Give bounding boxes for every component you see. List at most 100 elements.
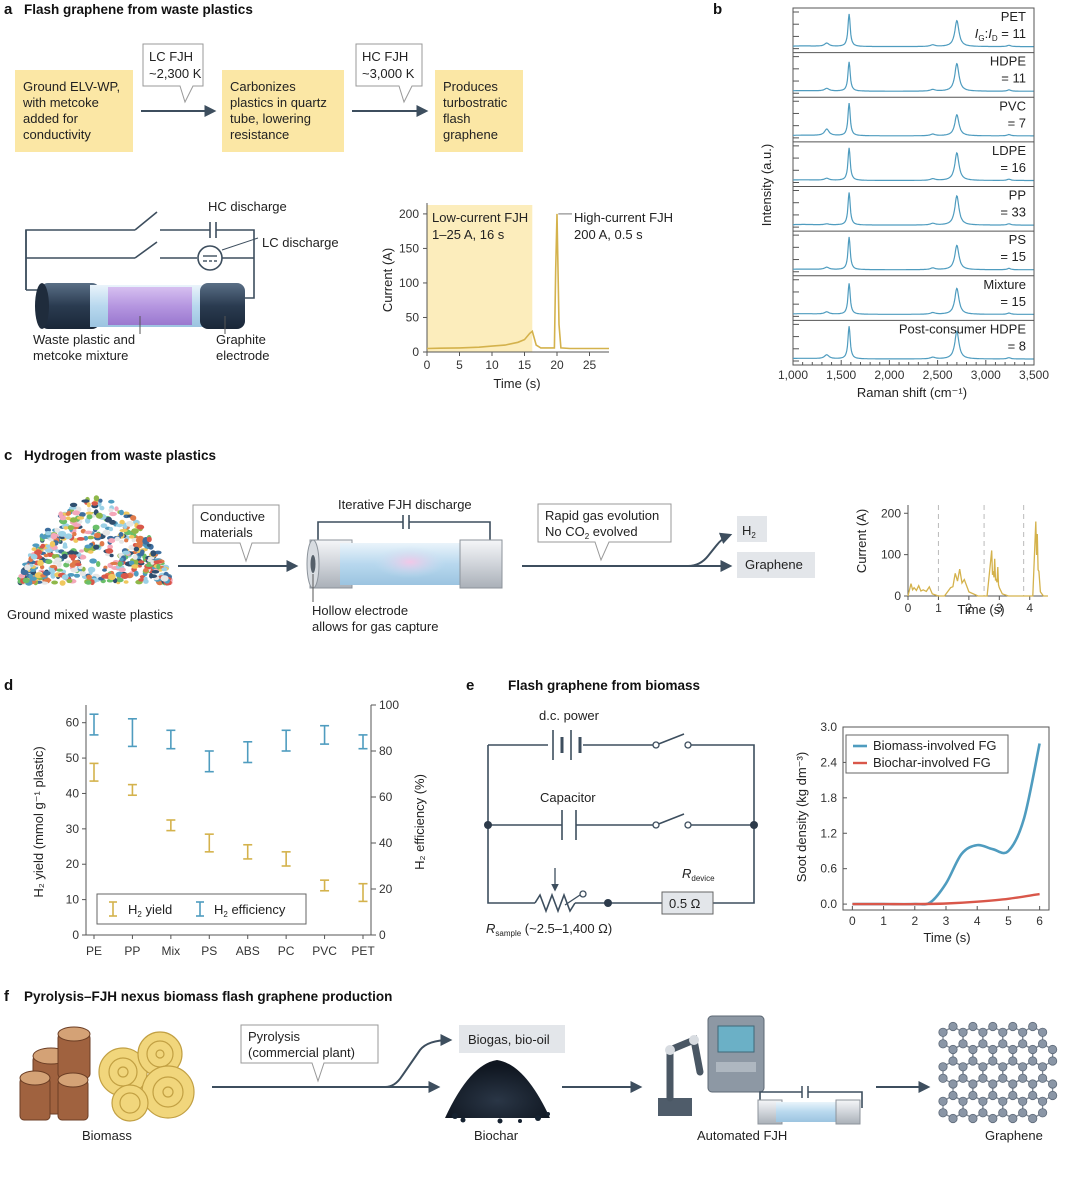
graphene-label-c: Graphene: [745, 557, 803, 572]
biochar-illustration: [445, 1060, 550, 1124]
e-ytick-label: 0.6: [820, 862, 837, 876]
b-ylabel: Intensity (a.u.): [759, 144, 774, 226]
spectrum-name: PVC: [999, 98, 1026, 113]
panel-a-letter: a: [4, 1, 13, 18]
svg-text:tube, lowering: tube, lowering: [230, 111, 311, 126]
spectrum-ratio: = 15: [1000, 294, 1026, 309]
spectrum-ratio: = 7: [1008, 115, 1026, 130]
d-category-label: PVC: [312, 944, 337, 958]
efficiency-errorbar-pe: [89, 713, 99, 736]
electrode-label-1: Graphite: [216, 332, 266, 347]
a-ytick-label: 200: [399, 207, 419, 221]
r-sample-label: Rsample (~2.5–1,400 Ω): [486, 921, 612, 938]
b-xtick-label: 3,500: [1019, 368, 1049, 382]
box1-line1: Ground ELV-WP,: [23, 79, 120, 94]
biogas-label: Biogas, bio-oil: [468, 1032, 550, 1047]
svg-text:~3,000 K: ~3,000 K: [362, 66, 415, 81]
lc-discharge-label: LC discharge: [262, 235, 339, 250]
c-xtick-label: 4: [1026, 601, 1033, 615]
spectrum-name: Mixture: [983, 277, 1026, 292]
efficiency-errorbar-pvc: [320, 724, 330, 745]
h2-label: H2: [742, 523, 756, 540]
panel-f-title: Pyrolysis–FJH nexus biomass flash graphe…: [24, 989, 392, 1004]
e-xtick-label: 3: [943, 914, 950, 928]
efficiency-errorbar-pc: [281, 729, 291, 752]
b-xtick-label: 2,000: [874, 368, 904, 382]
e-legend: [845, 734, 1009, 774]
spectrum-name: HDPE: [990, 54, 1026, 69]
spectrum-ldpe: [792, 147, 1034, 182]
spectrum-ratio: = 16: [1000, 160, 1026, 175]
box1-line3: added for: [23, 111, 79, 126]
b-xlabel: Raman shift (cm⁻¹): [857, 385, 967, 400]
a-ytick-label: 150: [399, 241, 419, 255]
callout-pyrolysis: Pyrolysis (commercial plant): [240, 1024, 379, 1083]
e-legend-1: Biomass-involved FG: [873, 738, 997, 753]
d-ylabel-left: H₂ yield (mmol g⁻¹ plastic): [31, 746, 46, 897]
c-ytick-label: 0: [894, 589, 901, 603]
yield-errorbar-pvc: [320, 879, 330, 892]
panel-c-letter: c: [4, 447, 12, 464]
flow-box-2: Carbonizes plastics in quartz tube, lowe…: [222, 70, 344, 152]
e-legend-2: Biochar-involved FG: [873, 755, 991, 770]
a-xtick-label: 15: [518, 358, 532, 372]
callout-hc-fjh: HC FJH ~3,000 K: [355, 43, 423, 104]
yield-errorbar-pet: [358, 882, 368, 903]
yield-errorbar-mix: [166, 819, 176, 832]
spectrum-name: PP: [1009, 188, 1026, 203]
panel-e-title: Flash graphene from biomass: [508, 678, 700, 693]
d-category-label: Mix: [162, 944, 181, 958]
a-xtick-label: 25: [583, 358, 597, 372]
d-category-label: PE: [86, 944, 102, 958]
b-ratio-label: IG:ID = 11: [975, 26, 1026, 43]
d-category-label: ABS: [236, 944, 260, 958]
svg-text:Produces: Produces: [443, 79, 498, 94]
waste-label-2: metcoke mixture: [33, 348, 128, 363]
high-current-label-2: 200 A, 0.5 s: [574, 227, 643, 242]
svg-text:Rapid gas evolution: Rapid gas evolution: [545, 508, 659, 523]
biochar-label: Biochar: [474, 1128, 519, 1143]
c-xtick-label: 0: [905, 601, 912, 615]
d-ytick-left-label: 20: [66, 857, 80, 871]
a-ytick-label: 0: [412, 345, 419, 359]
pile-label: Ground mixed waste plastics: [7, 607, 174, 622]
spectrum-pp: [793, 192, 1034, 226]
flow-box-1: Ground ELV-WP, with metcoke added for co…: [15, 70, 133, 152]
e-xlabel: Time (s): [923, 930, 970, 945]
spectrum-post-consumer-hdpe: [793, 326, 1034, 360]
e-ytick-label: 0.0: [820, 897, 837, 911]
d-ytick-left-label: 40: [66, 786, 80, 800]
low-current-region: [427, 205, 533, 352]
low-current-label-1: Low-current FJH: [432, 210, 528, 225]
svg-text:flash: flash: [443, 111, 470, 126]
svg-text:graphene: graphene: [443, 127, 498, 142]
electrode-label-2: electrode: [216, 348, 269, 363]
capacitor-label: Capacitor: [540, 790, 596, 805]
d-legend-eff-marker: [196, 901, 204, 917]
efficiency-errorbar-pp: [127, 717, 137, 748]
high-current-label-1: High-current FJH: [574, 210, 673, 225]
d-ytick-left-label: 50: [66, 751, 80, 765]
d-category-label: PS: [201, 944, 217, 958]
a-xtick-label: 0: [424, 358, 431, 372]
panel-d-letter: d: [4, 677, 13, 694]
e-ylabel: Soot density (kg dm⁻³): [794, 752, 809, 882]
a-xtick-label: 20: [550, 358, 564, 372]
callout-rapid-gas: Rapid gas evolution No CO2 evolved: [537, 503, 672, 562]
c-xlabel: Time (s): [957, 602, 1004, 617]
spectrum-name: PET: [1001, 9, 1026, 24]
graphene-lattice-illustration: [938, 1021, 1058, 1124]
svg-text:LC FJH: LC FJH: [149, 49, 193, 64]
spectrum-name: PS: [1009, 232, 1027, 247]
d-category-label: PC: [278, 944, 295, 958]
spectrum-pet: [793, 13, 1034, 48]
e-xtick-label: 0: [849, 914, 856, 928]
e-ytick-label: 1.2: [820, 826, 837, 840]
d-legend-yield-marker: [109, 901, 117, 917]
hollow-label-1: Hollow electrode: [312, 603, 408, 618]
panel-e-letter: e: [466, 677, 474, 694]
biochar-fg-line: [852, 892, 1040, 906]
d-ytick-right-label: 100: [379, 698, 399, 712]
plastic-pile-illustration: [17, 495, 173, 586]
